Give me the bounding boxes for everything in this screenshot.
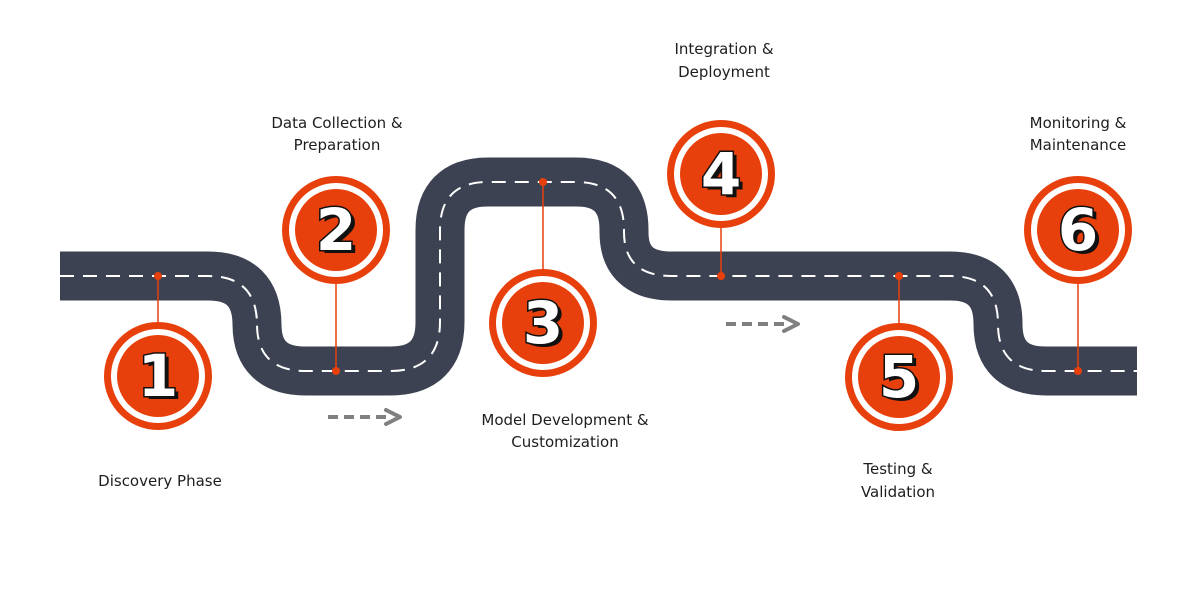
step-6: 66 Monitoring & Maintenance [1024, 114, 1132, 375]
step-number: 2 [316, 196, 356, 264]
step-2: 22 Data Collection & Preparation [271, 114, 403, 375]
step-4: 44 Integration & Deployment [667, 40, 775, 280]
road-body [60, 157, 1137, 396]
road-marker-dot [895, 272, 903, 280]
step-number-shadow: 1 [142, 345, 182, 413]
step-number-shadow: 5 [883, 346, 923, 414]
road-marker-dot [332, 367, 340, 375]
dashed-right-arrow-icon [726, 315, 800, 333]
step-label: Data Collection & [271, 114, 403, 132]
step-label: Monitoring & [1030, 114, 1127, 132]
step-number: 3 [523, 289, 563, 357]
road-marker-dot [717, 272, 725, 280]
step-number: 6 [1058, 196, 1098, 264]
step-number: 4 [701, 140, 741, 208]
road-marker-dot [539, 178, 547, 186]
step-badge: 11 [104, 322, 212, 430]
step-number: 5 [879, 343, 919, 411]
step-badge: 33 [489, 269, 597, 377]
step-badge: 55 [845, 323, 953, 431]
direction-arrows [328, 315, 800, 426]
step-label: Deployment [678, 63, 770, 81]
step-label: Discovery Phase [98, 472, 222, 490]
dashed-right-arrow-icon [328, 408, 402, 426]
step-badge: 22 [282, 176, 390, 284]
step-number-shadow: 6 [1062, 199, 1102, 267]
step-label: Customization [511, 433, 618, 451]
step-number-shadow: 3 [527, 292, 567, 360]
step-label: Preparation [294, 136, 381, 154]
road-marker-dot [154, 272, 162, 280]
step-label: Integration & [674, 40, 773, 58]
step-number: 1 [138, 342, 178, 410]
step-label: Validation [861, 483, 935, 501]
road-marker-dot [1074, 367, 1082, 375]
road [60, 157, 1137, 396]
step-label: Maintenance [1030, 136, 1127, 154]
step-label: Model Development & [481, 411, 649, 429]
step-label: Testing & [862, 460, 933, 478]
step-number-shadow: 2 [320, 199, 360, 267]
step-badge: 44 [667, 120, 775, 228]
step-number-shadow: 4 [705, 143, 745, 211]
step-badge: 66 [1024, 176, 1132, 284]
